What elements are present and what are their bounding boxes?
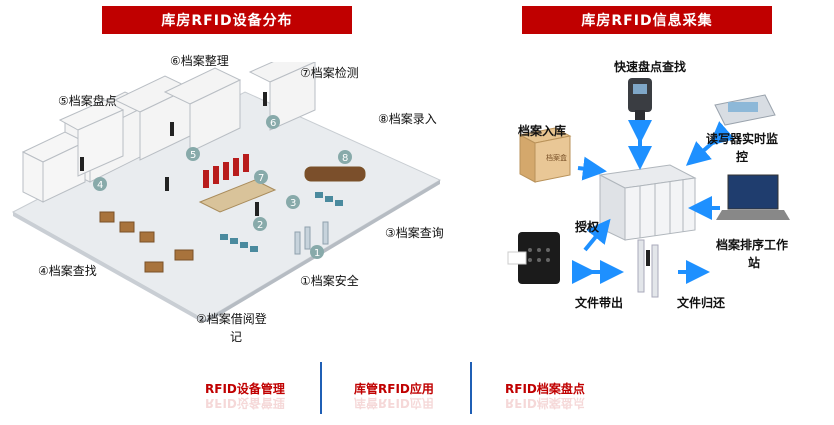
security-gates <box>294 221 329 255</box>
svg-text:6: 6 <box>270 118 276 129</box>
shelf-group-left <box>21 99 125 203</box>
rfid-gate-icon <box>637 239 659 298</box>
label-archive-detect: ⑦档案检测 <box>300 66 359 80</box>
divider-2 <box>470 362 472 414</box>
label-sorting: 档案排序工作 <box>716 238 789 252</box>
floor-left-wall <box>13 212 205 322</box>
label-archive-find: ④档案查找 <box>38 264 97 278</box>
tab-warehouse-rfid-app[interactable]: 库管RFID应用库管RFID应用 <box>354 382 434 410</box>
archive-box-icon: 档案盒 <box>518 127 572 183</box>
label-quick-inventory: 快速盘点查找 <box>614 60 687 74</box>
central-cabinet <box>598 164 697 241</box>
svg-text:2: 2 <box>257 220 263 231</box>
svg-text:8: 8 <box>342 153 348 164</box>
poster-wall <box>203 154 249 188</box>
arrow-reader <box>685 121 735 166</box>
archive-box-text: 档案盒 <box>546 153 567 162</box>
svg-text:3: 3 <box>290 198 296 209</box>
arrow-auth <box>583 218 611 252</box>
people <box>80 92 267 216</box>
left-title: 库房RFID设备分布 <box>161 13 293 29</box>
chairs <box>220 192 343 252</box>
label-archive-entry: ⑧档案录入 <box>378 112 437 126</box>
label-sorting-2: 站 <box>748 256 761 270</box>
shelf-group-back <box>63 62 317 183</box>
arrow-box <box>577 156 607 181</box>
right-title-banner: 库房RFID信息采集 <box>522 6 772 34</box>
label-file-out: 文件带出 <box>575 296 624 310</box>
center-desk <box>198 179 277 213</box>
warehouse-floorplan: 4 5 6 7 8 3 2 1 <box>11 62 442 322</box>
desks <box>99 166 366 273</box>
svg-text:1: 1 <box>314 248 320 259</box>
label-archive-in: 档案入库 <box>518 124 567 138</box>
left-title-banner: 库房RFID设备分布 <box>102 6 352 34</box>
right-title: 库房RFID信息采集 <box>581 13 713 29</box>
rfid-collection-diagram: 档案盒 <box>507 78 790 298</box>
handheld-scanner-icon <box>628 78 652 126</box>
label-auth: 授权 <box>575 220 600 234</box>
laptop-icon <box>716 174 790 220</box>
flow-arrows <box>572 120 735 284</box>
zone-markers: 4 5 6 7 8 3 2 1 <box>93 115 352 259</box>
label-reader-monitor-2: 控 <box>736 150 749 164</box>
label-archive-inventory: ⑤档案盘点 <box>58 94 117 108</box>
label-archive-query: ③档案查询 <box>385 226 444 240</box>
label-archive-security: ①档案安全 <box>300 274 359 288</box>
label-archive-organize: ⑥档案整理 <box>170 54 229 68</box>
reader-device-icon <box>714 94 776 126</box>
label-archive-borrow-2: 记 <box>230 330 243 344</box>
svg-text:7: 7 <box>258 173 264 184</box>
label-file-return: 文件归还 <box>677 296 726 310</box>
label-archive-borrow: ②档案借阅登 <box>196 312 267 326</box>
svg-text:4: 4 <box>97 180 103 191</box>
divider-1 <box>320 362 322 414</box>
label-reader-monitor: 读写器实时监 <box>706 132 779 146</box>
access-keypad-icon <box>507 232 560 284</box>
svg-text:5: 5 <box>190 150 196 161</box>
